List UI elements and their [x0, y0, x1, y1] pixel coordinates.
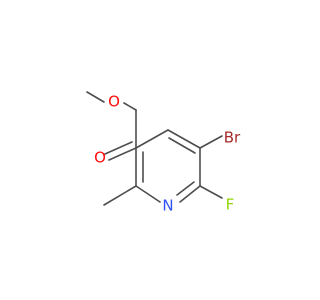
- bond-c5-br: [199, 135, 223, 149]
- bond-c6-f: [199, 185, 223, 199]
- bond-carbonyl-double-b: [104, 141, 133, 155]
- atom-label-carbonyl-oxygen: O: [94, 149, 106, 167]
- bond-ring-c3-c4-inner: [168, 137, 196, 154]
- atom-label-nitrogen: N: [162, 197, 173, 215]
- bond-c2-methyl: [103, 185, 137, 206]
- bond-carbonyl-single-a: [108, 147, 137, 161]
- atom-label-bromine: Br: [224, 129, 241, 147]
- atom-label-ester-oxygen: O: [108, 93, 120, 111]
- molecule-structure-diagram: O O Br N F: [86, 91, 241, 215]
- bonds: [86, 91, 223, 206]
- bond-ring-c5-c6: [179, 185, 201, 203]
- bond-ring-n-c2: [135, 185, 161, 203]
- bond-methyl-o: [86, 91, 105, 103]
- bond-o-carbonyl-c: [123, 102, 137, 111]
- atom-labels: O O Br N F: [94, 93, 241, 215]
- atom-label-fluorine: F: [226, 196, 235, 214]
- bond-carbonyl-c-ring: [135, 129, 169, 149]
- bond-ring-c5-c6-inner: [176, 181, 195, 196]
- bond-ring-c3-c4: [167, 129, 201, 149]
